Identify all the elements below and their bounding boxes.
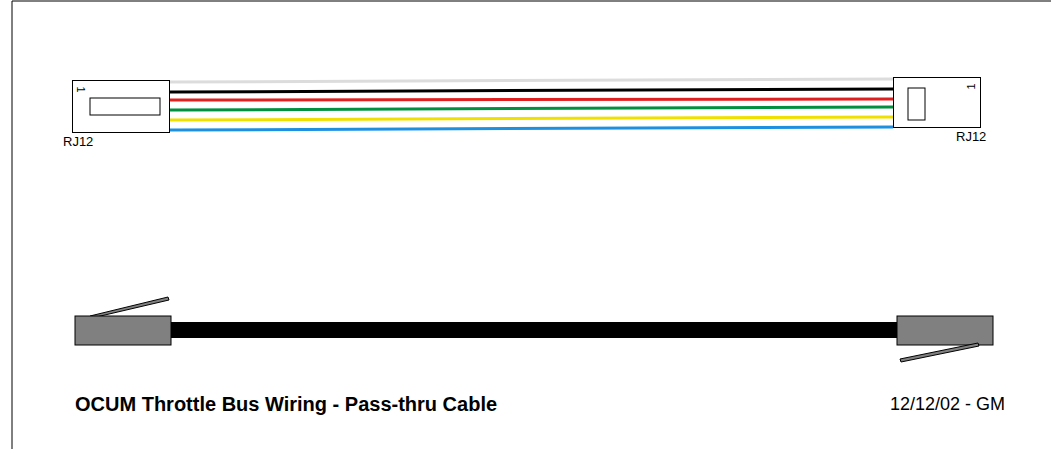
pin-number: 1 (75, 86, 86, 92)
frame-line (12, 1, 13, 449)
connector-label: RJ12 (956, 130, 986, 143)
wire (170, 99, 893, 100)
rj12-connector: 1RJ12 (72, 80, 170, 133)
rj12-plug (75, 316, 171, 345)
connector-label: RJ12 (63, 135, 93, 148)
date-stamp: 12/12/02 - GM (890, 395, 1005, 415)
diagram-title: OCUM Throttle Bus Wiring - Pass-thru Cab… (75, 393, 497, 415)
plug-latch (90, 297, 169, 318)
frame-line (12, 1, 1051, 2)
wire (170, 107, 893, 110)
connector-slot (90, 98, 160, 115)
cable-jacket (171, 322, 897, 338)
wire (170, 79, 893, 82)
pin-number: 1 (965, 83, 976, 89)
wire (170, 89, 893, 92)
plug-latch (900, 343, 979, 362)
rj12-plug (897, 316, 993, 345)
connector-slot (908, 88, 925, 120)
rj12-connector: 1RJ12 (893, 77, 981, 128)
wire (170, 117, 893, 120)
wire (170, 127, 893, 130)
